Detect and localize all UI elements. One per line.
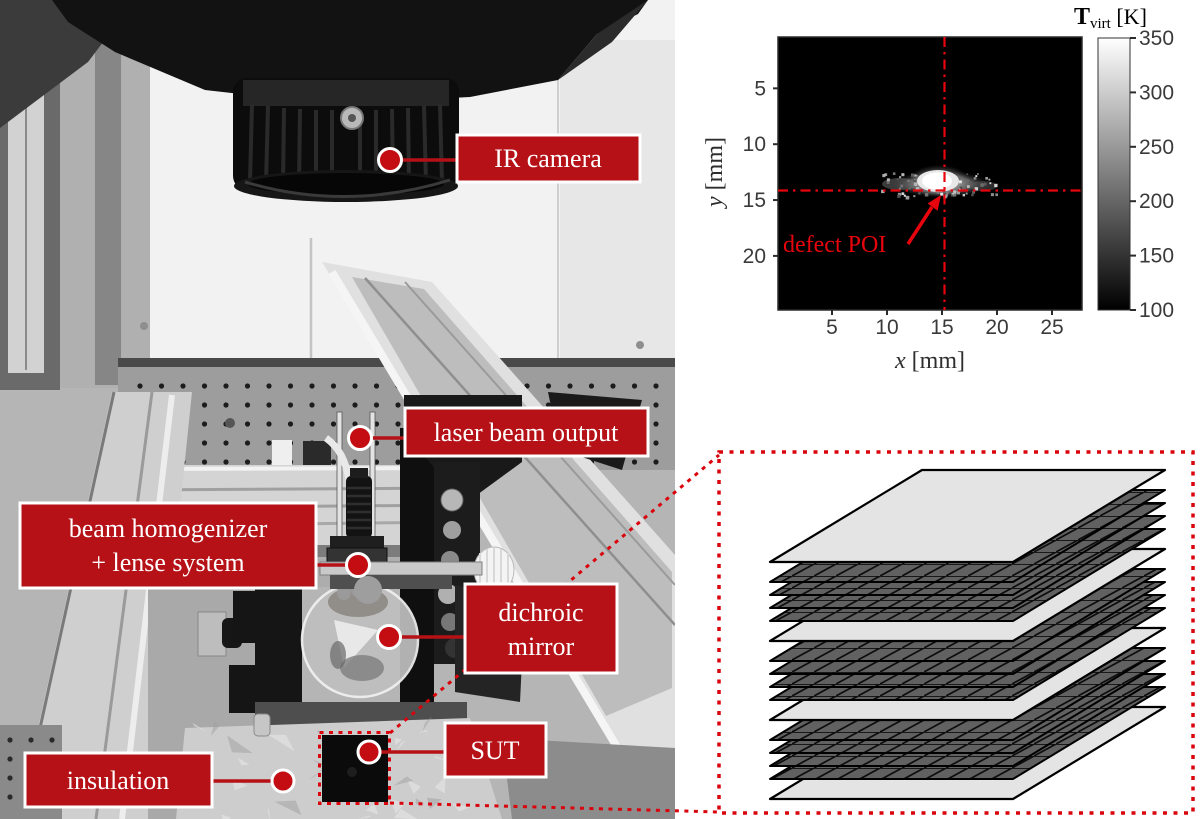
mirror-bracket — [229, 573, 302, 713]
laminate-diagram — [717, 450, 1195, 815]
callout-laser-beam-output: laser beam output — [347, 406, 650, 458]
x-tick: 5 — [826, 316, 838, 339]
colorbar-tick: 300 — [1139, 81, 1174, 104]
defect-poi-label: defect POI — [783, 232, 886, 258]
y-tick: 15 — [743, 189, 766, 212]
colorbar-tick: 150 — [1139, 245, 1174, 268]
marker-dot — [377, 147, 403, 173]
y-tick: 5 — [754, 77, 766, 100]
x-axis-label: x [mm] — [894, 348, 965, 374]
fiber-cable — [323, 435, 353, 481]
laminate-skin-layer — [768, 468, 1167, 564]
y-axis-label: y [mm] — [702, 137, 728, 209]
colorbar — [1097, 37, 1131, 311]
callout-labels: IR camera laser beam output beam homogen… — [18, 133, 650, 809]
cabinet-panel-right — [560, 40, 675, 372]
homogenizer-body — [346, 476, 372, 538]
y-tick: 10 — [743, 133, 766, 156]
x-axis-ticks: 5 10 15 20 25 — [826, 310, 1064, 339]
x-tick: 15 — [930, 316, 953, 339]
colorbar-tick: 100 — [1139, 299, 1174, 322]
thermogram-chart: defect POI 5 10 15 20 25 5 10 15 20 x [mm] y [m… — [702, 4, 1174, 374]
label-ir-camera: IR camera — [494, 144, 602, 173]
label-beam-homogenizer: beam homogenizer+ lense system — [69, 514, 268, 577]
x-tick: 20 — [985, 316, 1008, 339]
colorbar-ticks: 350 300 250 200 150 100 — [1130, 27, 1174, 322]
label-insulation: insulation — [67, 766, 170, 795]
y-axis-ticks: 5 10 15 20 — [743, 77, 778, 268]
support-rod — [336, 411, 343, 541]
label-sut: SUT — [470, 736, 519, 765]
colorbar-title: Tvirt [K] — [1074, 4, 1147, 32]
x-tick: 10 — [875, 316, 898, 339]
y-tick: 20 — [743, 245, 766, 268]
colorbar-tick: 350 — [1139, 27, 1174, 50]
marker-dot — [270, 768, 296, 794]
arrow-head — [927, 195, 941, 211]
callout-ir-camera: IR camera — [377, 133, 642, 184]
marker-dot — [347, 425, 373, 451]
cap-screw — [253, 713, 271, 737]
stack-layers — [768, 468, 1167, 801]
x-tick: 25 — [1040, 316, 1063, 339]
defect-poi-annotation: defect POI — [783, 195, 941, 258]
zoom-box-border — [717, 450, 1195, 815]
ir-camera-body — [52, 0, 648, 202]
plot-area — [777, 36, 1083, 311]
marker-dot — [345, 552, 371, 578]
marker-dot — [356, 739, 382, 765]
callout-sut: SUT — [356, 721, 548, 779]
sut-zoom-outline — [318, 731, 391, 805]
zoom-link-lines — [318, 453, 720, 814]
colorbar-tick: 200 — [1139, 190, 1174, 213]
colorbar-tick: 250 — [1139, 136, 1174, 159]
callout-insulation: insulation — [23, 751, 296, 809]
label-laser-beam-output: laser beam output — [434, 418, 620, 447]
marker-dot — [376, 624, 402, 650]
poi-crosshair — [778, 37, 1082, 310]
callout-beam-homogenizer: beam homogenizer+ lense system — [18, 501, 371, 590]
